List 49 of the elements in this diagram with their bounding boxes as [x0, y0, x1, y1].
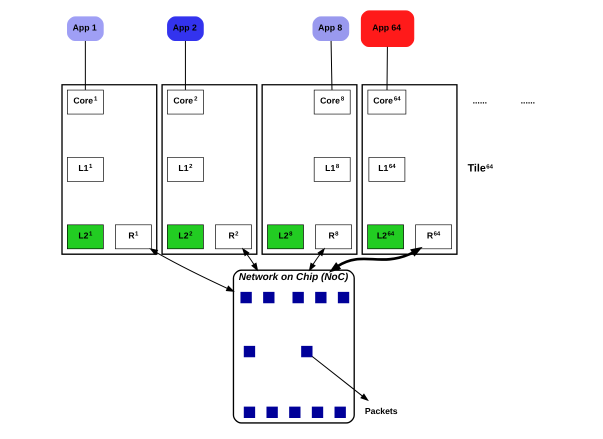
node-box: R$^{64}$: [415, 224, 452, 250]
node-box: L1$^{8}$: [314, 157, 351, 182]
node-box: [240, 292, 252, 304]
label: ......: [472, 96, 488, 106]
connector: [386, 46, 388, 90]
node-text: Packets: [364, 406, 398, 416]
node-box: [292, 292, 304, 304]
node-box: [244, 406, 256, 418]
arrow: [149, 248, 235, 292]
connector: [330, 40, 332, 90]
node-box: App 8: [312, 16, 350, 42]
node-box: [334, 406, 346, 418]
node-box: Core$^{64}$: [368, 90, 406, 114]
cluster: [161, 84, 258, 255]
node-box: L2$^{1}$: [67, 224, 104, 250]
node-box: [315, 292, 327, 304]
connector: [84, 40, 86, 90]
node-box: R$^{1}$: [115, 224, 152, 250]
node-box: L1$^{2}$: [167, 157, 204, 182]
node-box: [289, 406, 300, 418]
arrow: [308, 248, 326, 272]
node-box: [263, 292, 274, 304]
cluster: [362, 84, 458, 255]
arrow: [328, 246, 423, 273]
arrow: [242, 248, 258, 272]
cluster: [261, 84, 358, 255]
node-box: L2$^{2}$: [167, 224, 204, 250]
node-box: [266, 406, 278, 418]
node-box: Core$^{1}$: [67, 90, 104, 114]
node-label: Tile$^{64}$: [468, 162, 493, 174]
node-box: L1$^{1}$: [67, 157, 104, 182]
node-box: L1$^{64}$: [368, 157, 406, 182]
node-box: L2$^{64}$: [367, 224, 404, 250]
label: ......: [520, 96, 536, 106]
node-box: [312, 406, 324, 418]
node-box: L2$^{8}$: [267, 224, 304, 250]
node-box: R$^{2}$: [215, 224, 252, 250]
node-box: [338, 292, 350, 304]
node-box: App 64: [360, 10, 414, 48]
node-box: App 2: [167, 16, 204, 42]
arrow: [312, 356, 369, 402]
cluster: Network on Chip (NoC): [232, 270, 355, 424]
node-box: [244, 346, 256, 358]
node-box: R$^{8}$: [315, 224, 352, 250]
node-box: Core$^{2}$: [167, 90, 204, 114]
connector: [184, 40, 186, 90]
node-box: [301, 346, 312, 358]
node-box: Core$^{8}$: [314, 90, 351, 114]
node-box: App 1: [67, 16, 104, 42]
